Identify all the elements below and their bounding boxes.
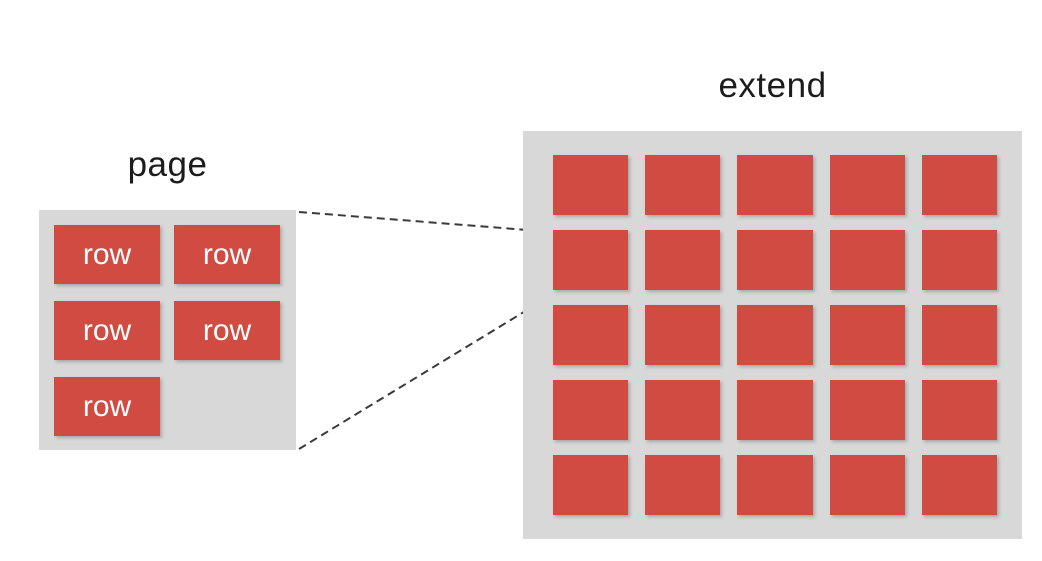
extend-grid-cell [645, 380, 721, 440]
page-row-cell: row [174, 225, 280, 284]
extend-grid-cell [829, 155, 905, 215]
extend-grid-cell [553, 455, 629, 515]
extend-grid-cell [829, 455, 905, 515]
page-row-cell: row [54, 301, 160, 360]
dashed-connector-line [298, 211, 554, 233]
extend-grid-cell [737, 380, 813, 440]
extend-grid-cell [737, 455, 813, 515]
extend-grid-cell [829, 230, 905, 290]
extend-grid-cell [553, 155, 629, 215]
dashed-connector-line [298, 292, 556, 450]
extend-grid-cell [921, 230, 997, 290]
extend-grid-cell [645, 230, 721, 290]
extend-grid-cell [921, 380, 997, 440]
extend-grid-cell [921, 305, 997, 365]
extend-grid-cell [829, 305, 905, 365]
extend-grid-cell [645, 455, 721, 515]
extend-grid-cell [737, 155, 813, 215]
extend-grid-cell [553, 305, 629, 365]
page-row-cell: row [54, 377, 160, 436]
extend-grid-cell [553, 380, 629, 440]
page-row-cell: row [174, 301, 280, 360]
extend-grid-cell [921, 155, 997, 215]
extend-grid-cell [645, 155, 721, 215]
extend-grid-cell [829, 380, 905, 440]
extend-grid-cell [737, 305, 813, 365]
extend-grid-cell [737, 230, 813, 290]
extend-grid-cell [921, 455, 997, 515]
extend-grid-cell [553, 230, 629, 290]
extend-title: extend [718, 66, 827, 105]
extend-grid-cell [645, 305, 721, 365]
page-title: page [127, 145, 208, 184]
page-row-cell: row [54, 225, 160, 284]
extend-box [523, 131, 1022, 539]
